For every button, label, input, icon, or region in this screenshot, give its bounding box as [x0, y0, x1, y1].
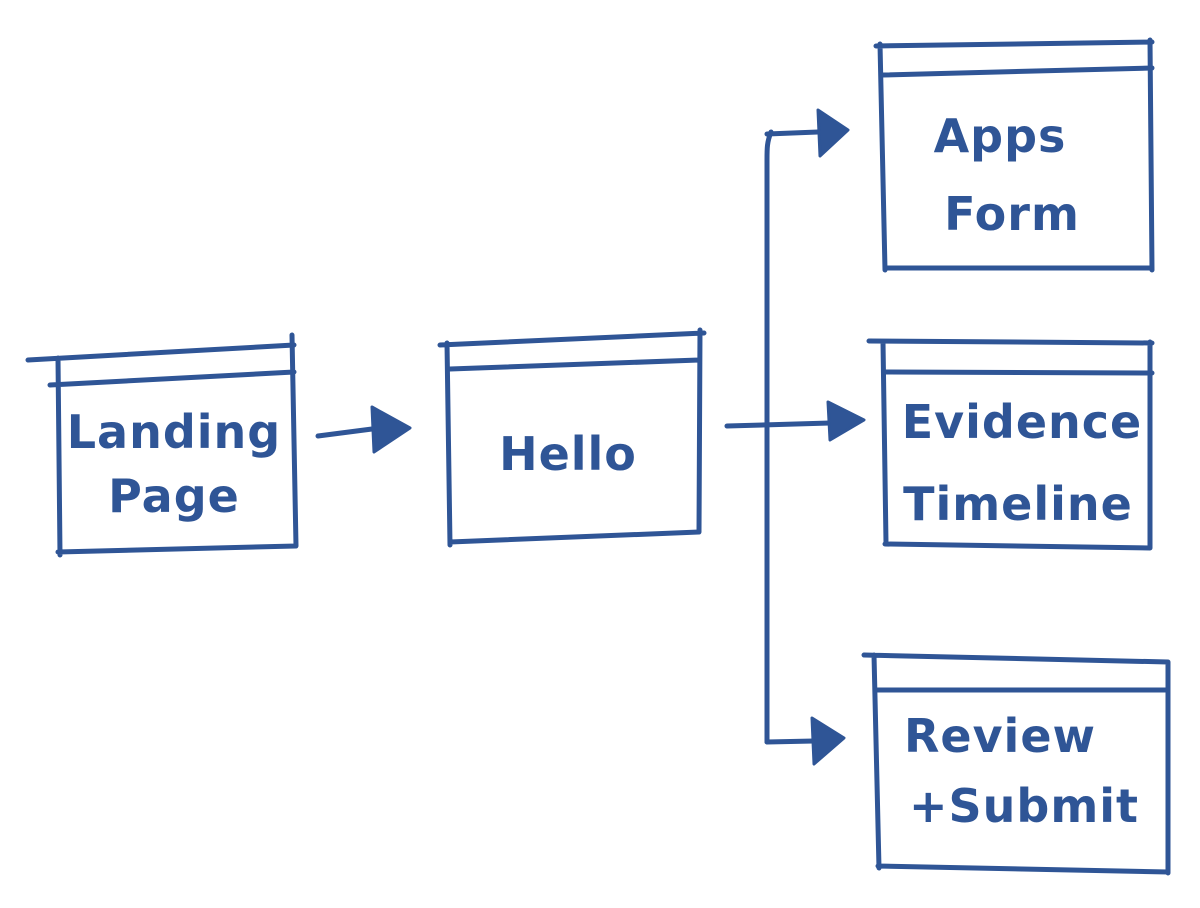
edge-hello-to-evidence-timeline: [724, 420, 833, 429]
edge-branch-spine: [764, 129, 774, 745]
node-landing-page-label-line-1: Landing: [67, 405, 281, 459]
node-review-submit-label-line-1: Review: [904, 709, 1096, 763]
node-hello: Hello: [437, 327, 707, 548]
node-evidence-timeline-frame: [866, 338, 1155, 551]
arrowhead-evidence-timeline: [826, 400, 866, 442]
node-evidence-timeline: Evidence Timeline: [866, 338, 1155, 551]
connectors: [315, 108, 866, 766]
node-review-submit-label-line-2: +Submit: [909, 779, 1139, 833]
edge-hello-to-review-submit: [764, 738, 817, 745]
arrowhead-apps-form: [816, 108, 850, 158]
node-apps-form: Apps Form: [873, 37, 1155, 273]
node-landing-page-frame: [25, 332, 299, 558]
edge-hello-to-apps-form: [764, 129, 821, 137]
node-review-submit-frame: [861, 652, 1171, 876]
node-landing-page-label-line-2: Page: [108, 469, 240, 523]
node-apps-form-label-line-1: Apps: [934, 109, 1067, 163]
node-apps-form-frame: [873, 37, 1155, 273]
node-apps-form-label-line-2: Form: [944, 187, 1080, 241]
arrowhead-review-submit: [810, 716, 846, 766]
node-evidence-timeline-label-line-1: Evidence: [902, 395, 1143, 449]
node-hello-frame: [437, 327, 707, 548]
node-review-submit: Review +Submit: [861, 652, 1171, 876]
node-landing-page: Landing Page: [25, 332, 299, 558]
arrowhead-hello: [370, 405, 412, 454]
node-hello-label-line-1: Hello: [499, 427, 637, 481]
edge-landing-to-hello: [315, 426, 375, 439]
node-evidence-timeline-label-line-2: Timeline: [903, 477, 1133, 531]
